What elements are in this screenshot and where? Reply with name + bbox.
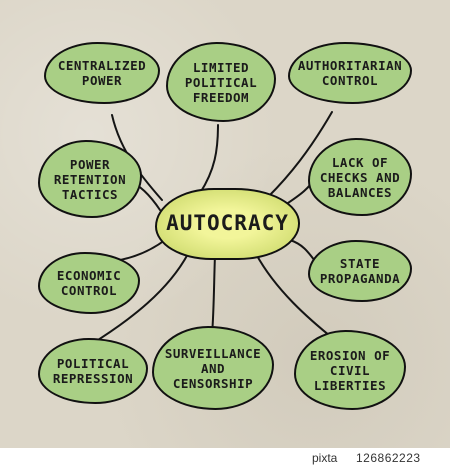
node-label: AUTHORITARIAN CONTROL — [297, 58, 403, 88]
node-surveillance-and-censorship: SURVEILLANCE AND CENSORSHIP — [152, 326, 274, 410]
node-economic-control: ECONOMIC CONTROL — [38, 252, 140, 314]
node-power-retention-tactics: POWER RETENTION TACTICS — [38, 140, 142, 218]
node-erosion-of-civil-liberties: EROSION OF CIVIL LIBERTIES — [294, 330, 406, 410]
node-label: CENTRALIZED POWER — [57, 58, 147, 88]
node-label: POLITICAL REPRESSION — [52, 356, 134, 386]
node-label: SURVEILLANCE AND CENSORSHIP — [164, 345, 262, 391]
node-limited-political-freedom: LIMITED POLITICAL FREEDOM — [166, 42, 276, 122]
link-political-repression — [89, 249, 191, 346]
node-label: POWER RETENTION TACTICS — [53, 156, 127, 202]
center-label: AUTOCRACY — [166, 211, 289, 236]
node-label: LIMITED POLITICAL FREEDOM — [184, 59, 258, 105]
node-label: ECONOMIC CONTROL — [56, 268, 122, 298]
center-node-autocracy: AUTOCRACY — [155, 188, 300, 260]
link-surveillance — [211, 254, 216, 336]
node-label: STATE PROPAGANDA — [319, 256, 401, 286]
link-limited-political-freedom — [199, 124, 219, 194]
link-authoritarian-control — [267, 111, 333, 198]
node-centralized-power: CENTRALIZED POWER — [44, 42, 160, 104]
image-id-label: 126862223 — [356, 451, 421, 465]
node-lack-of-checks-and-balances: LACK OF CHECKS AND BALANCES — [308, 138, 412, 216]
node-authoritarian-control: AUTHORITARIAN CONTROL — [288, 42, 412, 104]
node-political-repression: POLITICAL REPRESSION — [38, 338, 148, 404]
node-label: EROSION OF CIVIL LIBERTIES — [309, 347, 391, 393]
node-label: LACK OF CHECKS AND BALANCES — [319, 154, 401, 200]
stock-logo: pixta — [312, 451, 338, 465]
node-state-propaganda: STATE PROPAGANDA — [308, 240, 412, 302]
footer-bar — [0, 448, 450, 469]
